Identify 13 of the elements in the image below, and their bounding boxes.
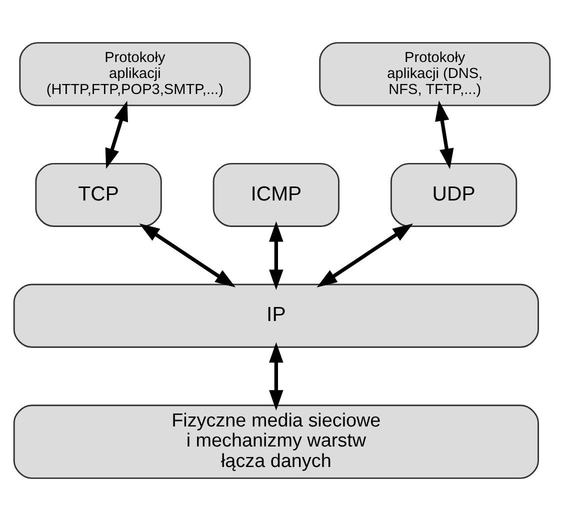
node-box: ICMP [212,162,340,227]
arrow [269,342,284,410]
node-box: Protokoły aplikacji (HTTP,FTP,POP3,SMTP,...) [19,42,251,106]
node-box: Protokoły aplikacji (DNS, NFS, TFTP,...) [319,42,551,106]
node-box: TCP [35,162,162,227]
node-box: Fizyczne media sieciowe i mechanizmy warstw łącza danych [13,404,539,478]
arrow [105,100,128,168]
node-box: IP [13,283,539,348]
arrow [269,220,284,290]
arrow [316,222,414,287]
arrow [139,222,236,287]
node-box: UDP [390,162,518,227]
arrow [435,100,454,169]
